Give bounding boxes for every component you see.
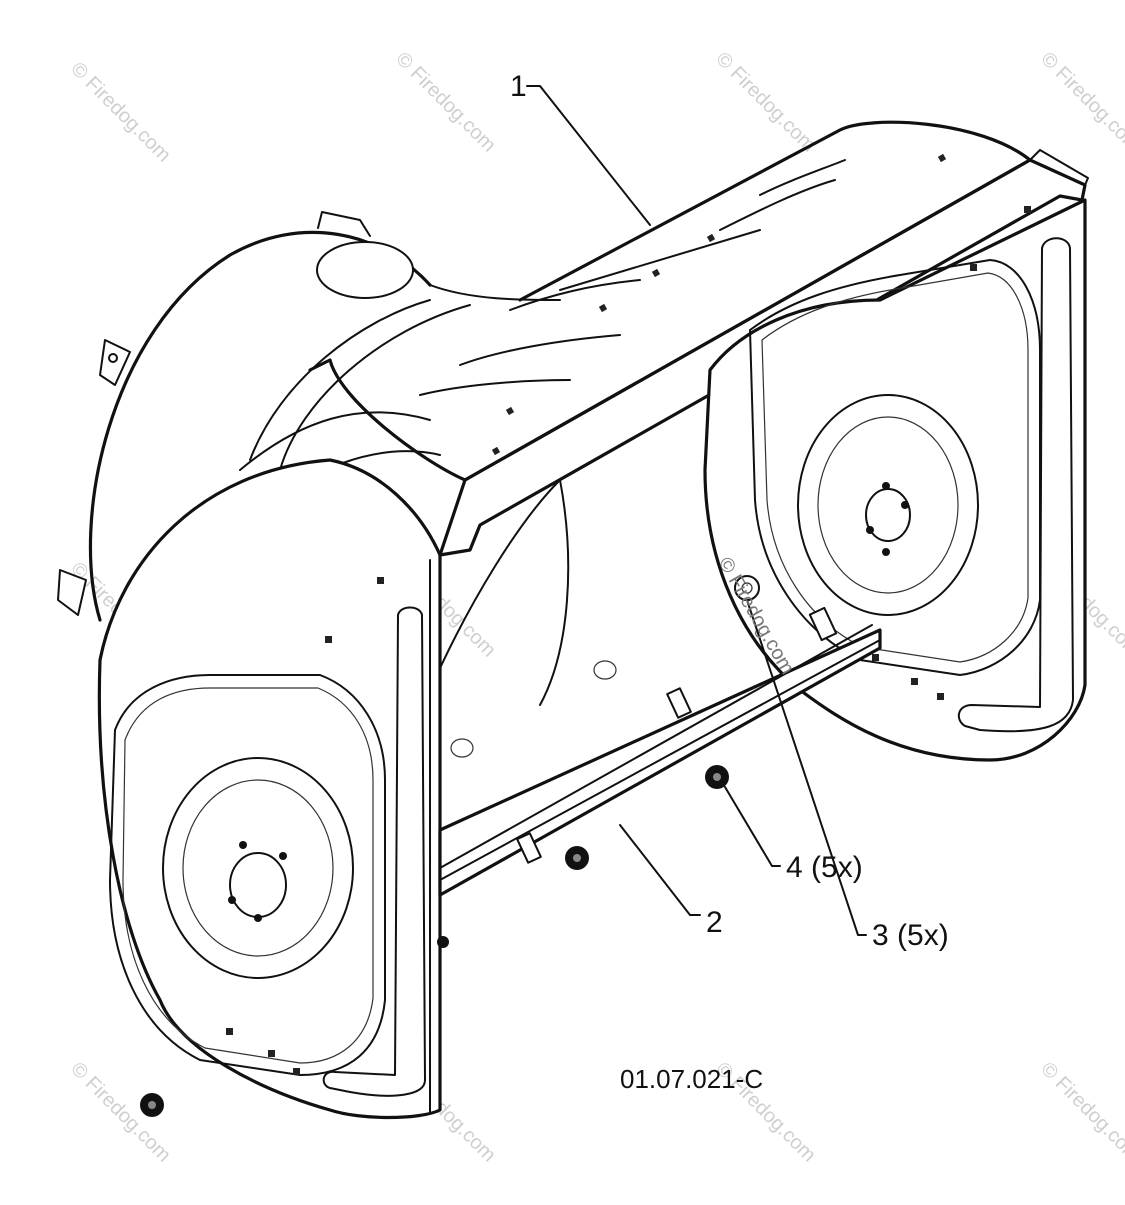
callout-1: 1 (510, 70, 527, 103)
callout-2: 2 (706, 906, 723, 939)
watermark: © Firedog.com (1036, 1058, 1125, 1167)
chute-bracket (317, 211, 371, 237)
leader-4 (724, 786, 781, 867)
scraper-bar (438, 606, 882, 897)
callout-3: 3 (5x) (872, 919, 949, 952)
scraper-slot (516, 832, 542, 864)
callout-4: 4 (5x) (786, 851, 863, 884)
drum-boss (450, 738, 474, 758)
watermark: © Firedog.com (711, 48, 820, 157)
figure-code: 01.07.021-C (620, 1064, 763, 1094)
callout-leaders (526, 85, 867, 936)
rear-housing (57, 211, 561, 622)
scraper-slot (808, 606, 838, 642)
watermark: © Firedog.com (391, 48, 500, 157)
hex-nut (437, 936, 449, 948)
mounting-tab-lower (57, 569, 87, 616)
watermark: © Firedog.com (66, 58, 175, 167)
left-bearing-flange (162, 757, 354, 979)
right-side-plate (703, 198, 1087, 762)
leader-3 (746, 599, 867, 936)
chute-opening (316, 241, 414, 299)
drum-boss (593, 660, 617, 680)
mounting-tab-upper (99, 339, 131, 386)
right-bearing-flange (797, 394, 979, 616)
left-side-plate (97, 458, 442, 1120)
scraper-slot (666, 687, 692, 719)
watermark: © Firedog.com (1036, 48, 1125, 157)
leader-1 (526, 85, 651, 226)
fasteners (140, 575, 760, 1117)
leader-2 (619, 824, 701, 916)
